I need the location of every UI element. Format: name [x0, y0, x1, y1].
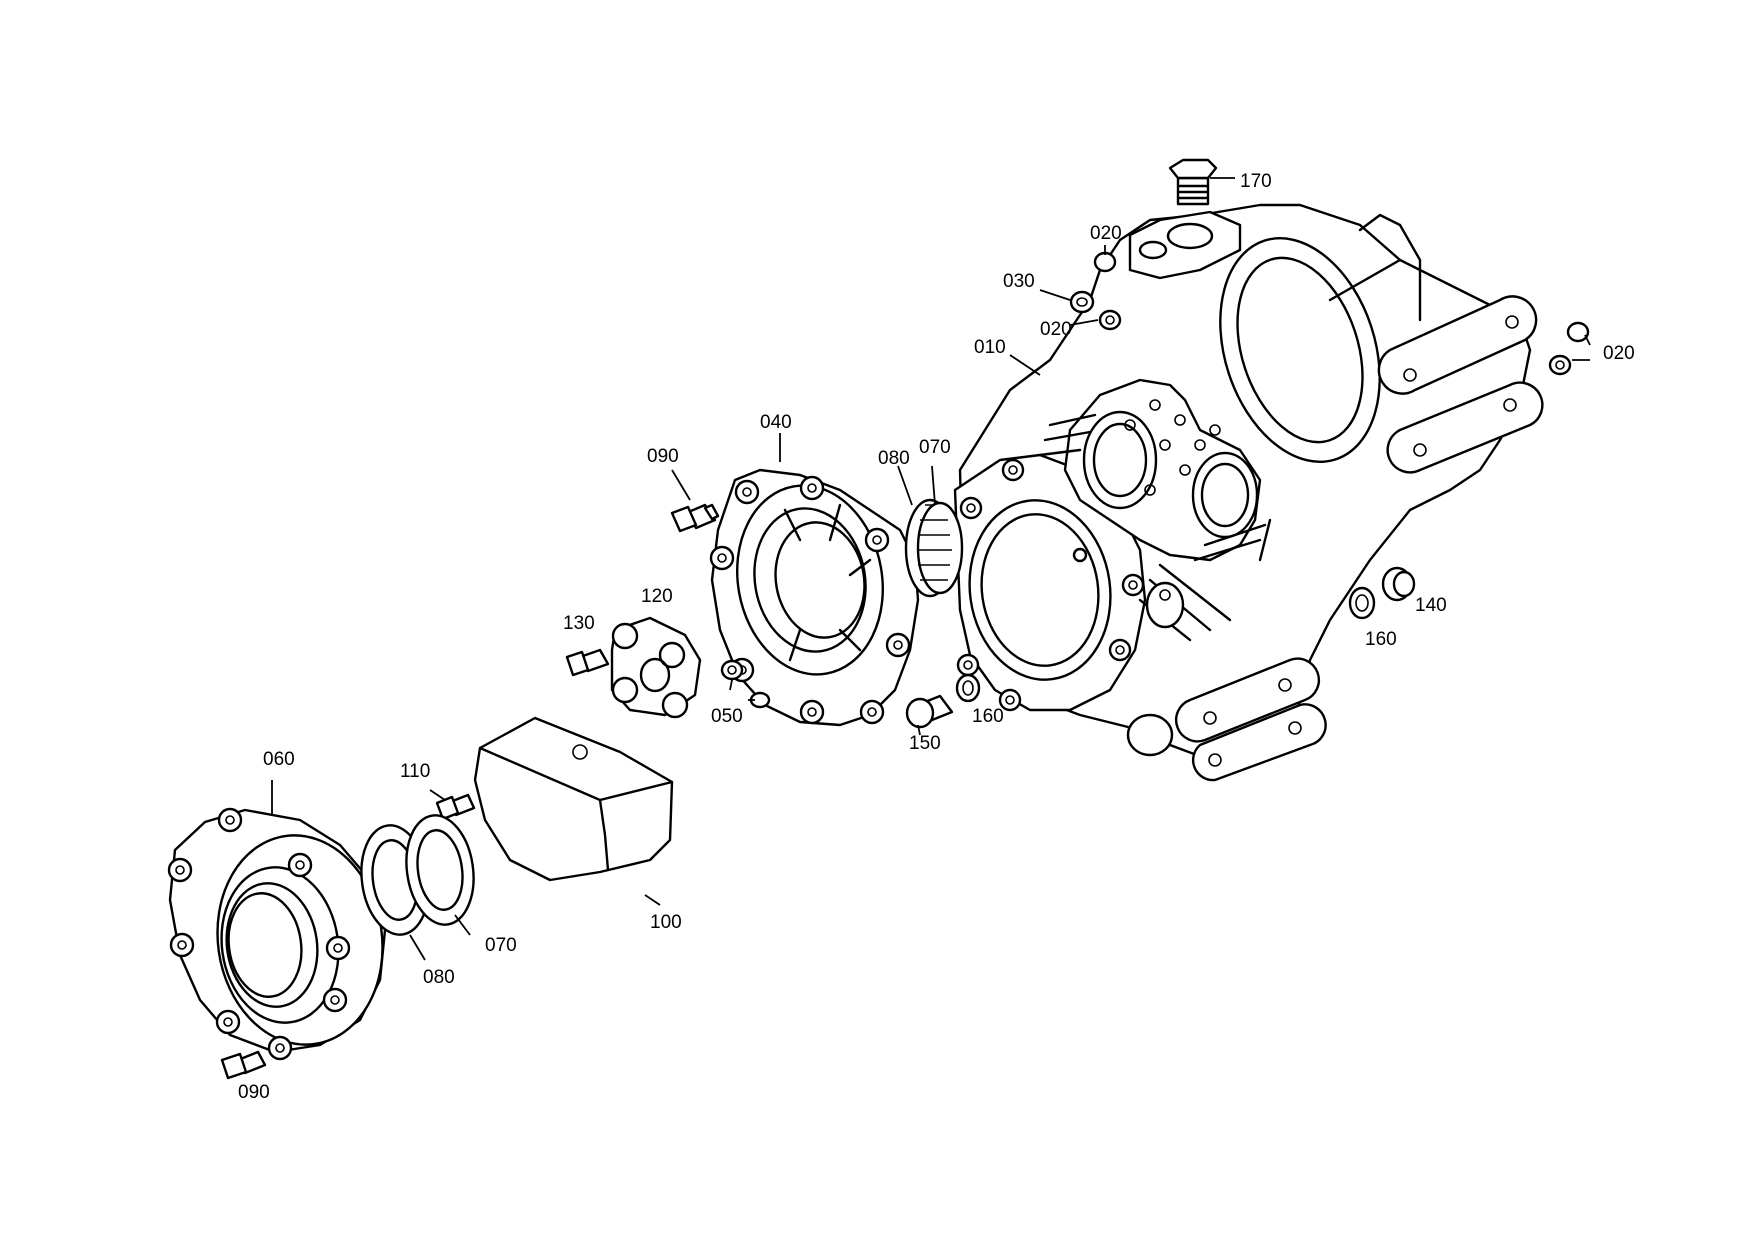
part-label-100: 100 [650, 912, 682, 933]
part-label-140: 140 [1415, 595, 1447, 616]
part-label-070-upper: 070 [919, 437, 951, 458]
part-label-090-upper: 090 [647, 446, 679, 467]
seal-160-left [955, 673, 981, 703]
bolt-090-lower [220, 1050, 267, 1080]
part-label-070-lower: 070 [485, 935, 517, 956]
bearing-070-080-upper [904, 498, 964, 598]
part-label-090-lower: 090 [238, 1082, 270, 1103]
part-label-050: 050 [711, 706, 743, 727]
plug-150 [905, 694, 954, 729]
bolt-130 [565, 648, 610, 677]
part-label-080-upper: 080 [878, 448, 910, 469]
bolt-090-upper [670, 503, 720, 533]
part-label-110: 110 [400, 761, 431, 782]
coupling-120 [610, 616, 702, 719]
part-label-150: 150 [909, 733, 941, 754]
plug-020-a [1093, 251, 1117, 273]
part-label-010: 010 [974, 337, 1006, 358]
part-label-020-right: 020 [1603, 343, 1635, 364]
shield-100 [473, 716, 674, 882]
bearing-housing-060 [167, 807, 387, 1061]
plug-140 [1381, 566, 1416, 602]
part-label-030: 030 [1003, 271, 1035, 292]
bolt-110 [435, 793, 476, 821]
part-label-080-lower: 080 [423, 967, 455, 988]
part-label-040: 040 [760, 412, 792, 433]
bearing-070-080-lower [360, 814, 475, 936]
plug-170 [1168, 158, 1218, 206]
part-label-160-right: 160 [1365, 629, 1397, 650]
part-label-060: 060 [263, 749, 295, 770]
plug-020-c [1548, 321, 1590, 376]
bearing-housing-040 [709, 468, 920, 727]
part-label-160-left: 160 [972, 706, 1004, 727]
part-label-020-top: 020 [1090, 223, 1122, 244]
seal-160-right [1348, 586, 1376, 620]
plug-030 [1069, 290, 1095, 314]
part-label-120: 120 [641, 586, 673, 607]
housing-010 [953, 203, 1544, 782]
part-label-130: 130 [563, 613, 595, 634]
leader-lines [271, 177, 1591, 961]
part-label-020-mid: 020 [1040, 319, 1072, 340]
plug-020-b [1098, 309, 1122, 331]
part-label-170: 170 [1240, 171, 1272, 192]
pin-050 [720, 659, 771, 709]
